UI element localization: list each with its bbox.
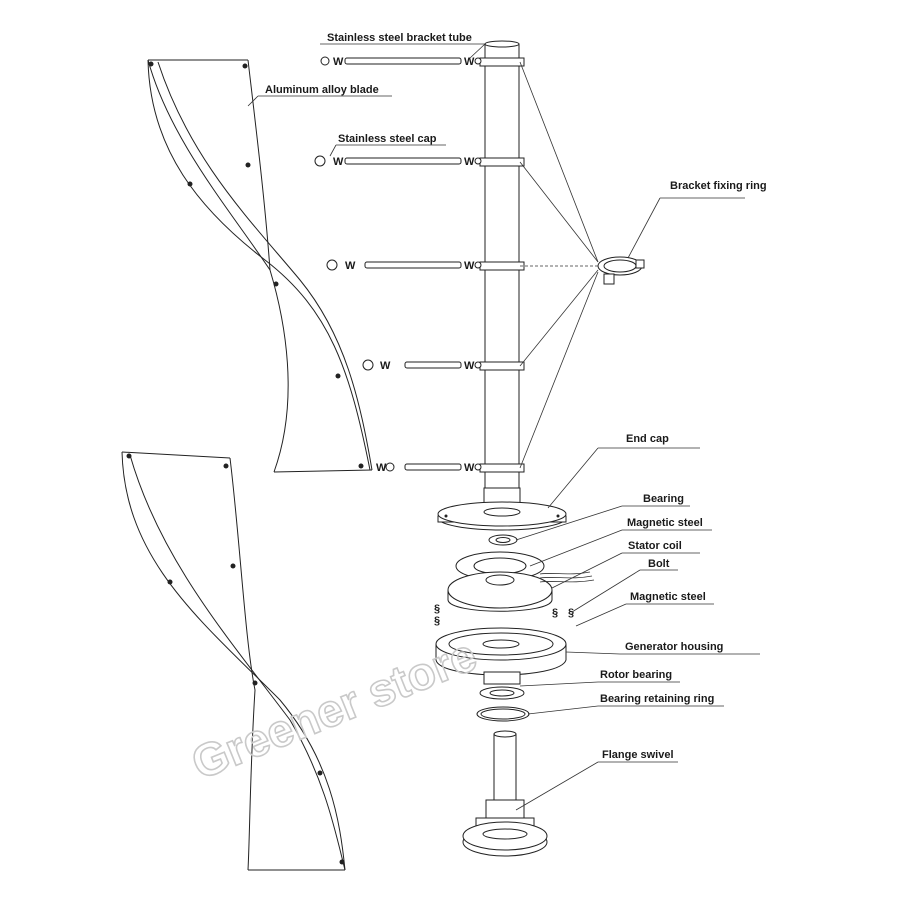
- flange-swivel: [462, 730, 548, 857]
- label-end-cap: End cap: [626, 433, 669, 445]
- label-flange-swivel: Flange swivel: [602, 749, 674, 761]
- label-bolt: Bolt: [648, 558, 670, 570]
- svg-text:W: W: [464, 360, 475, 372]
- label-magnetic-steel-1: Magnetic steel: [627, 517, 703, 529]
- leader-lines: [247, 43, 760, 811]
- label-magnetic-steel-2: Magnetic steel: [630, 591, 706, 603]
- bolts: § § § §: [434, 603, 574, 627]
- bracket-fixing-ring: [597, 256, 645, 285]
- svg-text:§: §: [552, 607, 558, 619]
- main-tube: [479, 40, 525, 491]
- bracket-struts: [519, 61, 599, 469]
- label-bracket-tube: Stainless steel bracket tube: [327, 32, 472, 44]
- svg-text:W: W: [464, 156, 475, 168]
- svg-text:W: W: [333, 56, 344, 68]
- label-rotor-bearing: Rotor bearing: [600, 669, 672, 681]
- label-stator-coil: Stator coil: [628, 540, 682, 552]
- svg-text:W: W: [333, 156, 344, 168]
- label-fixing-ring: Bracket fixing ring: [670, 180, 767, 192]
- svg-text:W: W: [376, 462, 387, 474]
- svg-text:W: W: [464, 56, 475, 68]
- watermark-text: Greener store: [184, 628, 483, 789]
- label-generator-housing: Generator housing: [625, 641, 723, 653]
- end-cap: [437, 487, 567, 531]
- label-bearing: Bearing: [643, 493, 684, 505]
- svg-text:§: §: [434, 615, 440, 627]
- label-cap: Stainless steel cap: [338, 133, 437, 145]
- generator-housing: [435, 627, 567, 676]
- upper-aluminum-blade: [147, 59, 373, 473]
- svg-text:W: W: [380, 360, 391, 372]
- label-blade: Aluminum alloy blade: [265, 84, 379, 96]
- rotor-bearing: [479, 671, 525, 700]
- bracket-tubes: W W W W W W W W W W: [314, 56, 482, 474]
- label-retaining-ring: Bearing retaining ring: [600, 693, 714, 705]
- svg-text:W: W: [464, 260, 475, 272]
- lower-aluminum-blade: [121, 451, 346, 871]
- svg-text:W: W: [345, 260, 356, 272]
- bearing: [488, 534, 518, 546]
- svg-text:§: §: [434, 603, 440, 615]
- svg-text:§: §: [568, 607, 574, 619]
- stator-assembly: [447, 551, 595, 612]
- bearing-retaining-ring: [476, 706, 530, 722]
- svg-text:W: W: [464, 462, 475, 474]
